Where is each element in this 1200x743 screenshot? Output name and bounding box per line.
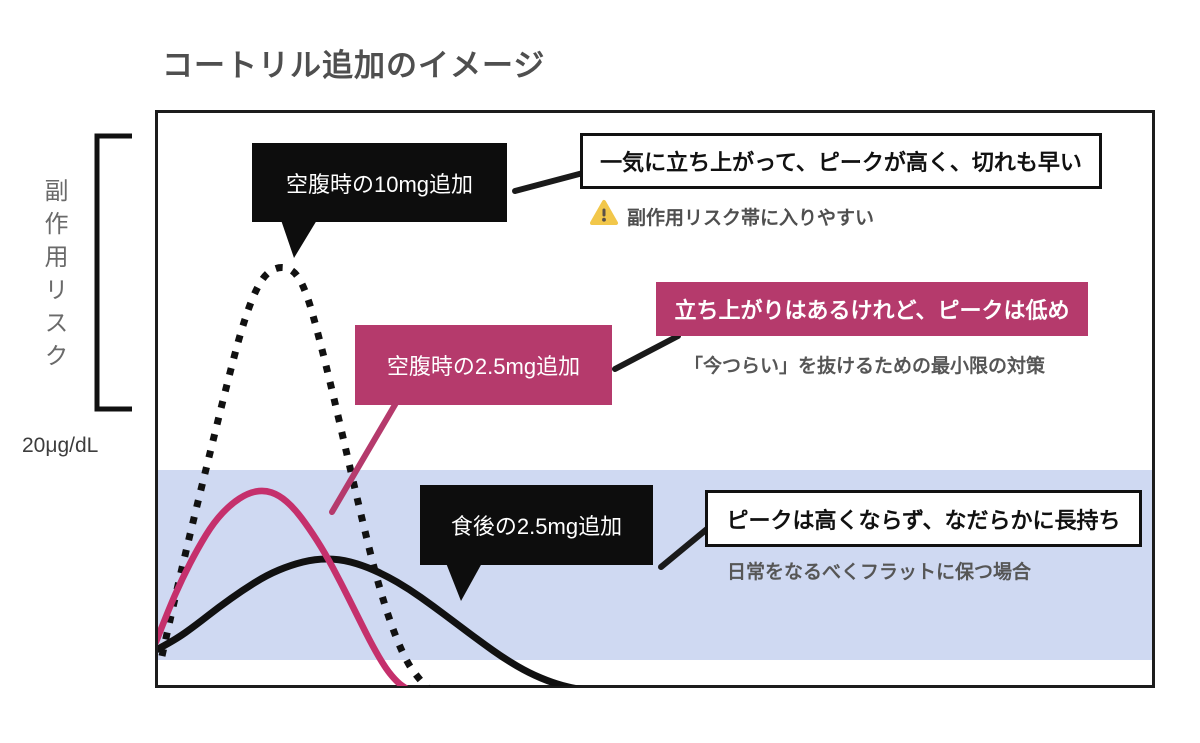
- annotation-fasting-10mg-text: 一気に立ち上がって、ピークが高く、切れも早い: [600, 150, 1082, 175]
- annotation-fasting-2-5mg-text: 立ち上がりはあるけれど、ピークは低め: [674, 298, 1070, 323]
- annotation-fasting-2-5mg: 立ち上がりはあるけれど、ピークは低め: [656, 282, 1088, 336]
- risk-bracket: [94, 133, 132, 412]
- note-fasting-2-5mg: 「今つらい」を抜けるための最小限の対策: [684, 356, 1046, 377]
- callout-fasting-10mg: 空腹時の10mg追加: [252, 143, 507, 222]
- annotation-fasting-10mg: 一気に立ち上がって、ピークが高く、切れも早い: [580, 133, 1102, 189]
- y-axis-risk-label: 副作用リスク: [40, 178, 67, 376]
- callout-fasting-2-5mg: 空腹時の2.5mg追加: [355, 325, 612, 405]
- callout-postmeal-2-5mg: 食後の2.5mg追加: [420, 485, 653, 565]
- chart-frame: [155, 110, 1155, 688]
- callout-fasting-10mg-label: 空腹時の10mg追加: [285, 171, 474, 197]
- note-postmeal-2-5mg: 日常をなるべくフラットに保つ場合: [727, 562, 1032, 583]
- warning-icon: [590, 200, 618, 225]
- callout-postmeal-2-5mg-label: 食後の2.5mg追加: [450, 514, 623, 539]
- note-fasting-10mg: 副作用リスク帯に入りやすい: [627, 208, 875, 229]
- callout-fasting-2-5mg-label: 空腹時の2.5mg追加: [386, 354, 581, 379]
- annotation-postmeal-2-5mg-text: ピークは高くならず、なだらかに長持ち: [726, 507, 1121, 533]
- page-title: コートリル追加のイメージ: [162, 48, 546, 83]
- y-axis-threshold-label: 20μg/dL: [22, 434, 99, 457]
- annotation-postmeal-2-5mg: ピークは高くならず、なだらかに長持ち: [705, 490, 1142, 547]
